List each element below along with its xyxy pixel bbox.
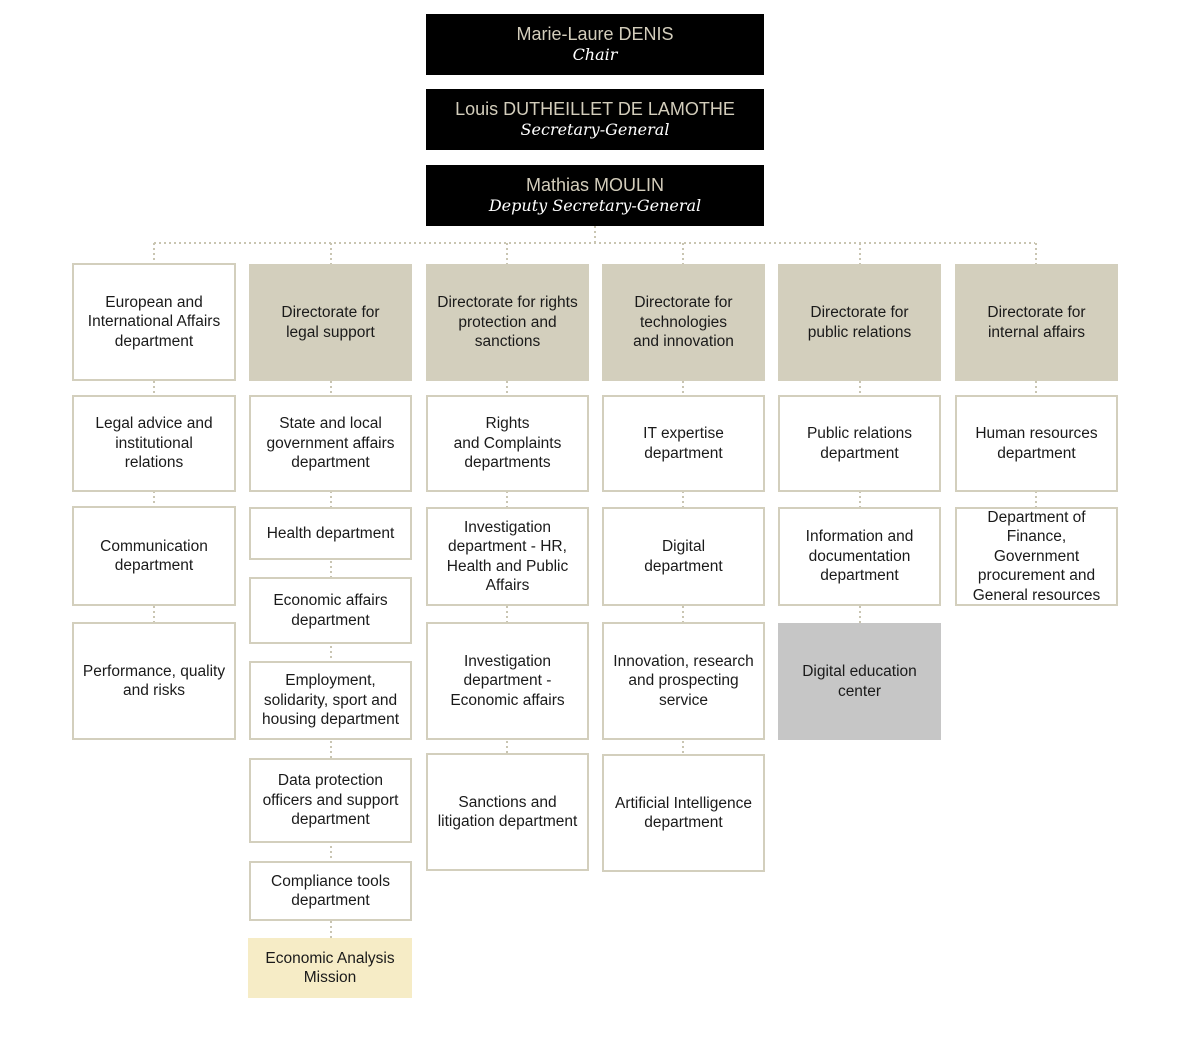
column-3-unit-3: Investigation department - Economic affa… <box>426 622 589 740</box>
column-2-unit-1: State and local government affairs depar… <box>249 395 412 492</box>
secretary-general-role: Secretary-General <box>520 120 670 139</box>
column-1-unit-2: Communication department <box>72 506 236 606</box>
column-2-unit-2: Health department <box>249 507 412 560</box>
deputy-secretary-general-box: Mathias MOULIN Deputy Secretary-General <box>426 165 764 226</box>
column-3-unit-2: Investigation department - HR, Health an… <box>426 507 589 606</box>
column-4-head: Directorate for technologies and innovat… <box>602 264 765 381</box>
column-2-unit-5: Data protection officers and support dep… <box>249 758 412 843</box>
secretary-general-box: Louis DUTHEILLET DE LAMOTHE Secretary-Ge… <box>426 89 764 150</box>
column-2-head: Directorate for legal support <box>249 264 412 381</box>
chair-name: Marie-Laure DENIS <box>516 24 674 44</box>
column-3-unit-1: Rights and Complaints departments <box>426 395 589 492</box>
column-1-unit-1: Legal advice and institutional relations <box>72 395 236 492</box>
column-5-unit-2: Information and documentation department <box>778 507 941 606</box>
column-2-unit-7: Economic Analysis Mission <box>248 938 412 998</box>
secretary-general-name: Louis DUTHEILLET DE LAMOTHE <box>455 99 735 119</box>
column-5-unit-1: Public relations department <box>778 395 941 492</box>
column-4-unit-4: Artificial Intelligence department <box>602 754 765 872</box>
column-6-unit-2: Department of Finance, Government procur… <box>955 507 1118 606</box>
column-1-unit-3: Performance, quality and risks <box>72 622 236 740</box>
column-3-head: Directorate for rights protection and sa… <box>426 264 589 381</box>
column-6-unit-1: Human resources department <box>955 395 1118 492</box>
column-1-head: European and International Affairs depar… <box>72 263 236 381</box>
column-5-head: Directorate for public relations <box>778 264 941 381</box>
column-5-unit-3: Digital education center <box>778 623 941 740</box>
chair-box: Marie-Laure DENIS Chair <box>426 14 764 75</box>
column-4-unit-1: IT expertise department <box>602 395 765 492</box>
column-4-unit-3: Innovation, research and prospecting ser… <box>602 622 765 740</box>
column-2-unit-3: Economic affairs department <box>249 577 412 644</box>
column-3-unit-4: Sanctions and litigation department <box>426 753 589 871</box>
column-2-unit-4: Employment, solidarity, sport and housin… <box>249 661 412 740</box>
column-6-head: Directorate for internal affairs <box>955 264 1118 381</box>
deputy-secretary-general-name: Mathias MOULIN <box>525 175 665 195</box>
column-4-unit-2: Digital department <box>602 507 765 606</box>
column-2-unit-6: Compliance tools department <box>249 861 412 921</box>
deputy-secretary-general-role: Deputy Secretary-General <box>488 196 702 215</box>
chair-role: Chair <box>572 45 618 64</box>
